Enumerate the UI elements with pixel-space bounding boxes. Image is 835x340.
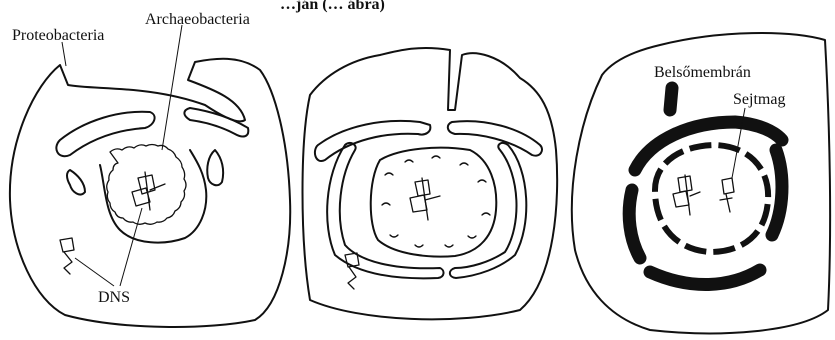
panel-1-leader-proteobacteria [62,42,66,66]
label-archaeobacteria: Archaeobacteria [145,11,250,28]
panel-3-belso-membran-arc-left [629,190,640,258]
panel-1-leader-archaeobacteria [162,25,182,150]
panel-3-nuclear-envelope [655,145,768,252]
panel-2-membrane-outer-left [315,121,430,161]
label-dns: DNS [98,289,130,306]
panel-2-dna-nucleus [410,178,440,220]
panel-3-belso-membran-arc-right [772,150,782,235]
panel-2-envelope-squiggles [382,156,490,247]
panel-1-side-pocket-right [207,150,223,185]
panel-2-inner-membrane [371,148,497,257]
panel-1-leader-dns-a [75,258,114,286]
panel-1-side-pocket-left [67,170,85,194]
label-sejtmag: Sejtmag [733,91,785,108]
label-belsomembran: Belsőmembrán [654,64,751,81]
panel-1-membrane-fold-left [56,112,154,156]
panel-3: Belsőmembrán Sejtmag [572,33,830,333]
panel-1: Proteobacteria Archaeobacteria DNS [10,11,290,327]
caption-fragment: …ján (… ábra) [280,0,385,13]
panel-1-dna-bacterium [60,238,74,274]
label-proteobacteria: Proteobacteria [12,27,104,44]
panel-1-outer-cell [10,59,290,327]
panel-2-membrane-outer-right [448,121,542,156]
panel-3-belso-membran-arc-bottom [650,270,760,285]
panel-1-dna-archaeon [132,172,165,210]
panel-2-dna-bacterium [345,253,359,289]
panel-3-dna-nucleus [673,175,734,215]
panel-3-belso-membran-tail [670,88,672,110]
panel-2 [303,48,558,319]
panel-1-leader-dns-b [120,208,142,286]
